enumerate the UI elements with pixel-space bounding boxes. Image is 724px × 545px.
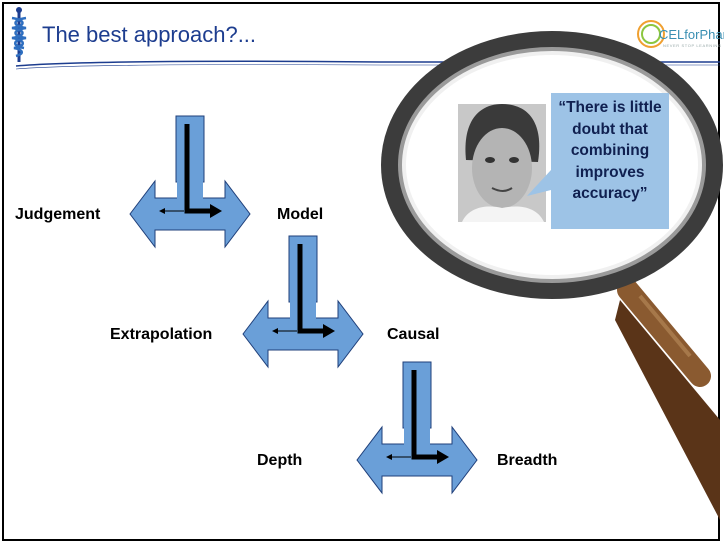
label-depth: Depth	[257, 452, 303, 469]
title-underline	[15, 60, 720, 67]
label-causal: Causal	[387, 326, 440, 343]
portrait-photo	[458, 104, 546, 222]
double-arrow-3	[356, 361, 478, 495]
brand-logo-icon	[637, 20, 665, 48]
brand-tagline: NEVER STOP LEARNING	[663, 43, 722, 48]
slide-title: The best approach?...	[42, 22, 257, 47]
caduceus-logo-icon	[11, 7, 27, 62]
double-arrow-1	[129, 115, 251, 249]
quote-box: “There is little doubt that combining im…	[551, 93, 669, 229]
label-judgement: Judgement	[15, 206, 101, 223]
brand-name: CELforPharma	[659, 27, 724, 42]
double-arrow-2	[242, 235, 364, 369]
label-model: Model	[277, 206, 324, 223]
label-breadth: Breadth	[497, 452, 558, 469]
quote-pointer	[527, 170, 551, 196]
label-extrapolation: Extrapolation	[110, 326, 213, 343]
